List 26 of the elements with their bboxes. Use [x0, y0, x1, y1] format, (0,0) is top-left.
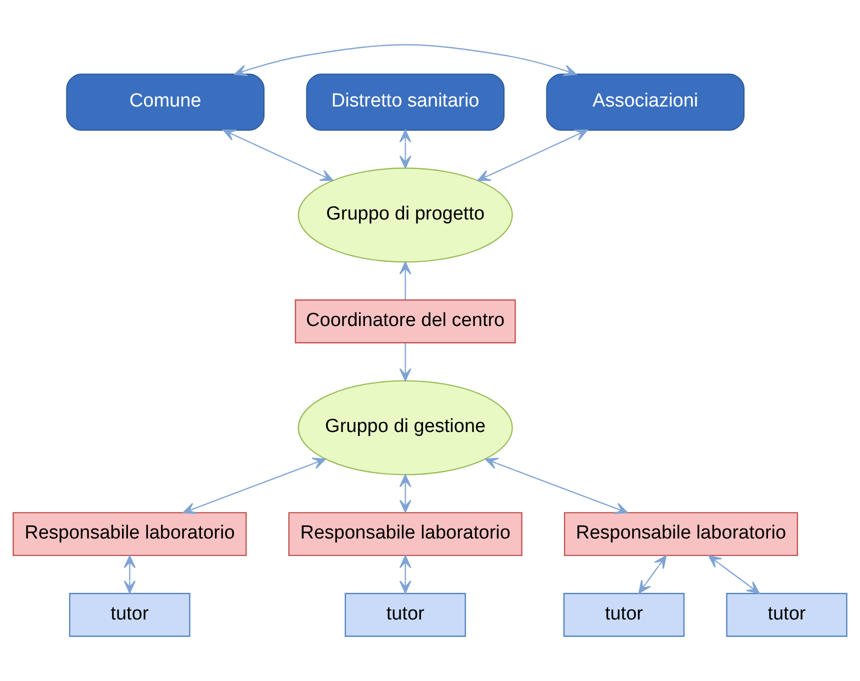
arrow [399, 555, 412, 594]
node-box: Responsabile laboratorio [564, 512, 798, 556]
arrow [234, 44, 577, 76]
arrow [399, 343, 412, 382]
node-box: Responsabile laboratorio [12, 512, 247, 556]
node-ellipse: Gruppo di progetto [298, 168, 513, 263]
node-box: tutor [563, 592, 685, 637]
arrow [399, 130, 412, 169]
node-box: Distretto sanitario [306, 74, 505, 131]
node-box: tutor [69, 592, 190, 637]
node-box: Responsabile laboratorio [288, 512, 522, 556]
node-box: tutor [726, 592, 848, 637]
arrow [399, 262, 412, 300]
arrow [182, 458, 326, 514]
arrow [124, 555, 136, 594]
node-box: tutor [344, 592, 466, 637]
node-ellipse: Gruppo di gestione [298, 380, 513, 476]
node-box: Coordinatore del centro [294, 299, 516, 344]
arrow [477, 130, 588, 182]
arrow [638, 555, 667, 594]
node-box: Comune [66, 74, 265, 131]
node-box: Associazioni [546, 74, 745, 131]
arrow [222, 130, 334, 182]
arrow [399, 474, 412, 513]
arrow [708, 555, 760, 594]
arrow [484, 458, 628, 514]
